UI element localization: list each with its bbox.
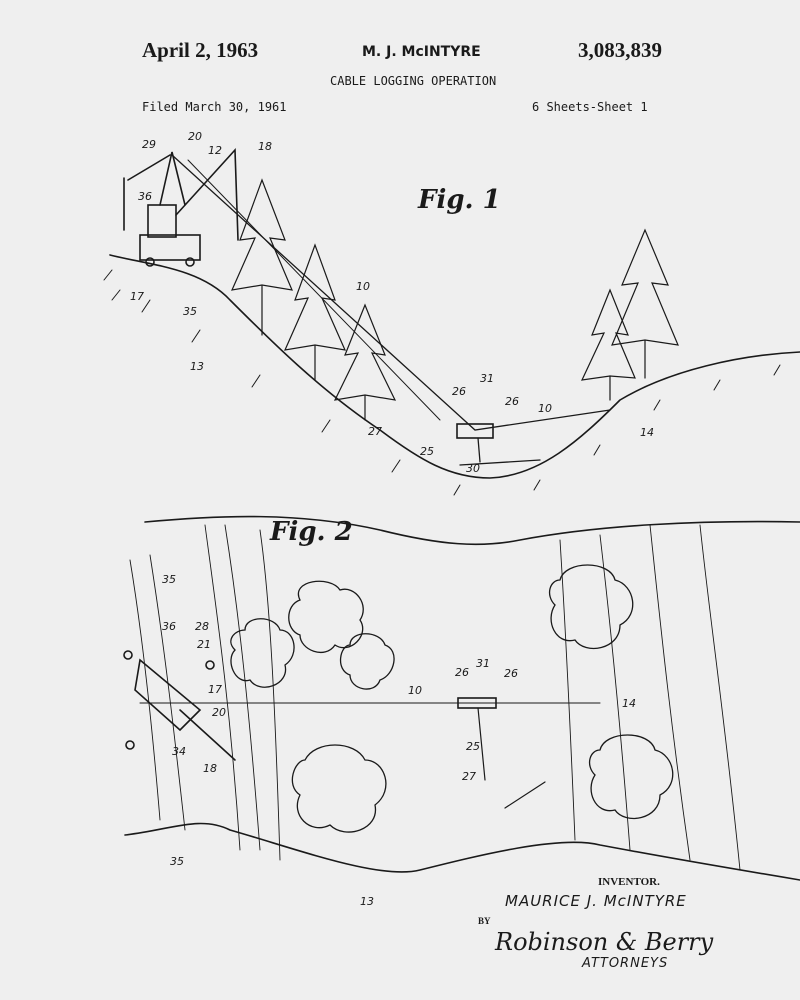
- fig1-reference-numerals: 29 20 12 18 36 17 35 13 10 26 31 26 10 2…: [130, 130, 654, 475]
- inventor-header: M. J. McINTYRE: [362, 44, 481, 60]
- patent-title: CABLE LOGGING OPERATION: [330, 74, 497, 88]
- fig1-drawing: Fig. 1 29 20 12 18 36: [103, 130, 800, 496]
- ref-numeral: 10: [408, 684, 422, 697]
- ref-numeral: 13: [360, 895, 374, 908]
- ref-numeral: 36: [162, 620, 176, 633]
- ref-numeral: 13: [190, 360, 204, 373]
- carriage-plan: [457, 697, 497, 709]
- crane-plan: [123, 650, 236, 761]
- ref-numeral: 17: [130, 290, 144, 303]
- ref-numeral: 10: [538, 402, 552, 415]
- ref-numeral: 17: [208, 683, 222, 696]
- ref-numeral: 20: [212, 706, 226, 719]
- ref-numeral: 26: [455, 666, 469, 679]
- fig1-label: Fig. 1: [417, 185, 501, 215]
- ref-numeral: 14: [640, 426, 654, 439]
- ref-numeral: 10: [356, 280, 370, 293]
- haul-line-plan: [477, 707, 546, 809]
- tree-clumps: [230, 564, 674, 833]
- ref-numeral: 26: [452, 385, 466, 398]
- patent-number: 3,083,839: [578, 38, 662, 62]
- ref-numeral: 35: [170, 855, 184, 868]
- ref-numeral: 35: [183, 305, 197, 318]
- ref-numeral: 35: [162, 573, 176, 586]
- ref-numeral: 31: [480, 372, 494, 385]
- ref-numeral: 26: [504, 667, 518, 680]
- sheet-count: 6 Sheets-Sheet 1: [532, 100, 648, 114]
- ref-numeral: 14: [622, 697, 636, 710]
- ref-numeral: 29: [142, 138, 156, 151]
- ref-numeral: 27: [462, 770, 476, 783]
- attorney-signature: Robinson & Berry: [495, 928, 714, 956]
- ref-numeral: 18: [258, 140, 272, 153]
- fig2-reference-numerals: 35 36 28 21 17 20 34 18 10 26 31 26 14 2…: [162, 573, 636, 908]
- fig2-drawing: Fig. 2 35 36 28 21 17 20 34 18 10: [123, 515, 800, 908]
- attorneys-label: ATTORNEYS: [582, 956, 669, 971]
- ref-numeral: 26: [505, 395, 519, 408]
- patent-date: April 2, 1963: [142, 38, 259, 62]
- ref-numeral: 25: [420, 445, 434, 458]
- ref-numeral: 30: [466, 462, 480, 475]
- ref-numeral: 34: [172, 745, 186, 758]
- ref-numeral: 20: [188, 130, 202, 143]
- filed-date: Filed March 30, 1961: [142, 100, 287, 114]
- valley-ground: [109, 254, 800, 479]
- ref-numeral: 21: [197, 638, 211, 651]
- ref-numeral: 12: [208, 144, 222, 157]
- ref-numeral: 25: [466, 740, 480, 753]
- trees: [231, 178, 679, 421]
- ref-numeral: 36: [138, 190, 152, 203]
- carriage: [456, 423, 494, 439]
- haul-cable: [187, 159, 441, 421]
- by-label: BY: [478, 916, 491, 926]
- inventor-label: INVENTOR.: [598, 876, 660, 888]
- valley-top-edge: [144, 515, 800, 546]
- crane-yarder: [123, 148, 239, 267]
- inventor-name: MAURICE J. McINTYRE: [505, 892, 687, 910]
- fig2-label: Fig. 2: [269, 517, 353, 547]
- ref-numeral: 31: [476, 657, 490, 670]
- ref-numeral: 18: [203, 762, 217, 775]
- main-cable: [171, 154, 611, 431]
- ref-numeral: 27: [368, 425, 382, 438]
- ref-numeral: 28: [195, 620, 209, 633]
- valley-bottom-edge: [124, 822, 800, 881]
